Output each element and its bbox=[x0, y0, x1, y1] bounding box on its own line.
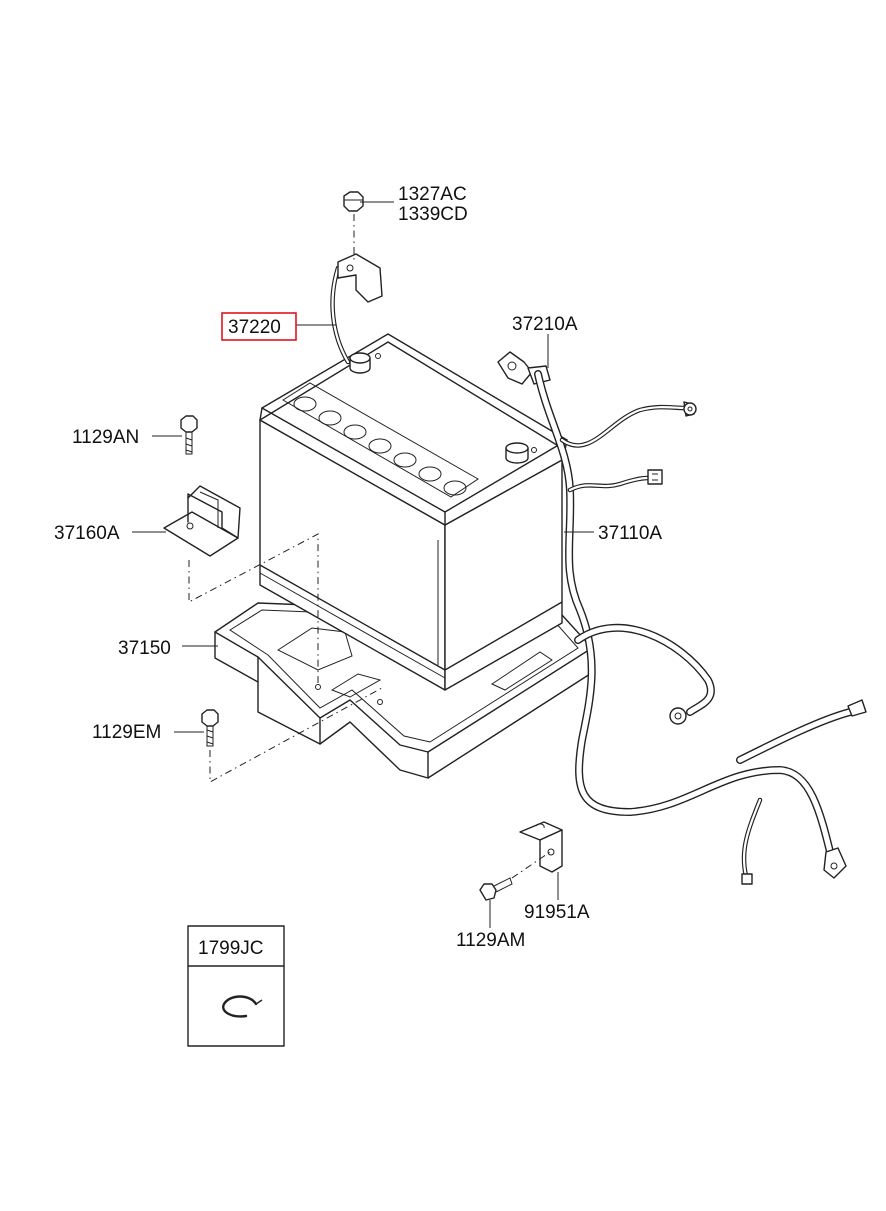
wiring-harness[interactable] bbox=[497, 351, 867, 885]
bolt-1129AN[interactable] bbox=[180, 415, 198, 455]
leader-lines bbox=[132, 201, 594, 928]
positive-terminal bbox=[505, 442, 537, 464]
negative-cable-terminal[interactable] bbox=[330, 191, 383, 365]
battery[interactable] bbox=[259, 333, 568, 691]
label-91951A[interactable]: 91951A bbox=[524, 902, 590, 923]
label-1799JC[interactable]: 1799JC bbox=[198, 938, 264, 959]
bolt-1129AM[interactable] bbox=[479, 877, 513, 901]
label-37110A[interactable]: 37110A bbox=[598, 523, 662, 544]
ring-terminal bbox=[847, 699, 867, 717]
clip-box[interactable] bbox=[187, 925, 285, 1047]
connector bbox=[741, 873, 753, 885]
ring-terminal bbox=[669, 707, 687, 725]
label-1327AC[interactable]: 1327AC bbox=[398, 184, 467, 205]
label-1339CD[interactable]: 1339CD bbox=[398, 204, 468, 225]
terminal-nut bbox=[343, 191, 364, 212]
clip-icon bbox=[222, 995, 263, 1018]
highlight-box bbox=[221, 312, 297, 341]
label-37220[interactable]: 37220 bbox=[228, 317, 281, 338]
bracket[interactable] bbox=[519, 821, 563, 873]
cell-caps bbox=[282, 382, 479, 498]
ring-terminal bbox=[683, 401, 697, 417]
label-1129AN[interactable]: 1129AN bbox=[72, 427, 139, 448]
label-37160A[interactable]: 37160A bbox=[54, 523, 120, 544]
connector bbox=[647, 469, 663, 485]
label-37150[interactable]: 37150 bbox=[118, 638, 171, 659]
label-1129EM[interactable]: 1129EM bbox=[92, 722, 161, 743]
label-37210A[interactable]: 37210A bbox=[512, 314, 578, 335]
part-labels: 1327AC 1339CD 37220 37210A 1129AN 37160A… bbox=[54, 184, 662, 959]
label-1129AM[interactable]: 1129AM bbox=[456, 930, 525, 951]
battery-clamp[interactable] bbox=[163, 485, 241, 557]
bracket-bolt-guide bbox=[511, 851, 551, 879]
clamp-guide bbox=[188, 533, 319, 686]
bolt-1129EM[interactable] bbox=[201, 709, 219, 747]
negative-terminal bbox=[349, 352, 381, 374]
ring-terminal bbox=[823, 847, 847, 879]
